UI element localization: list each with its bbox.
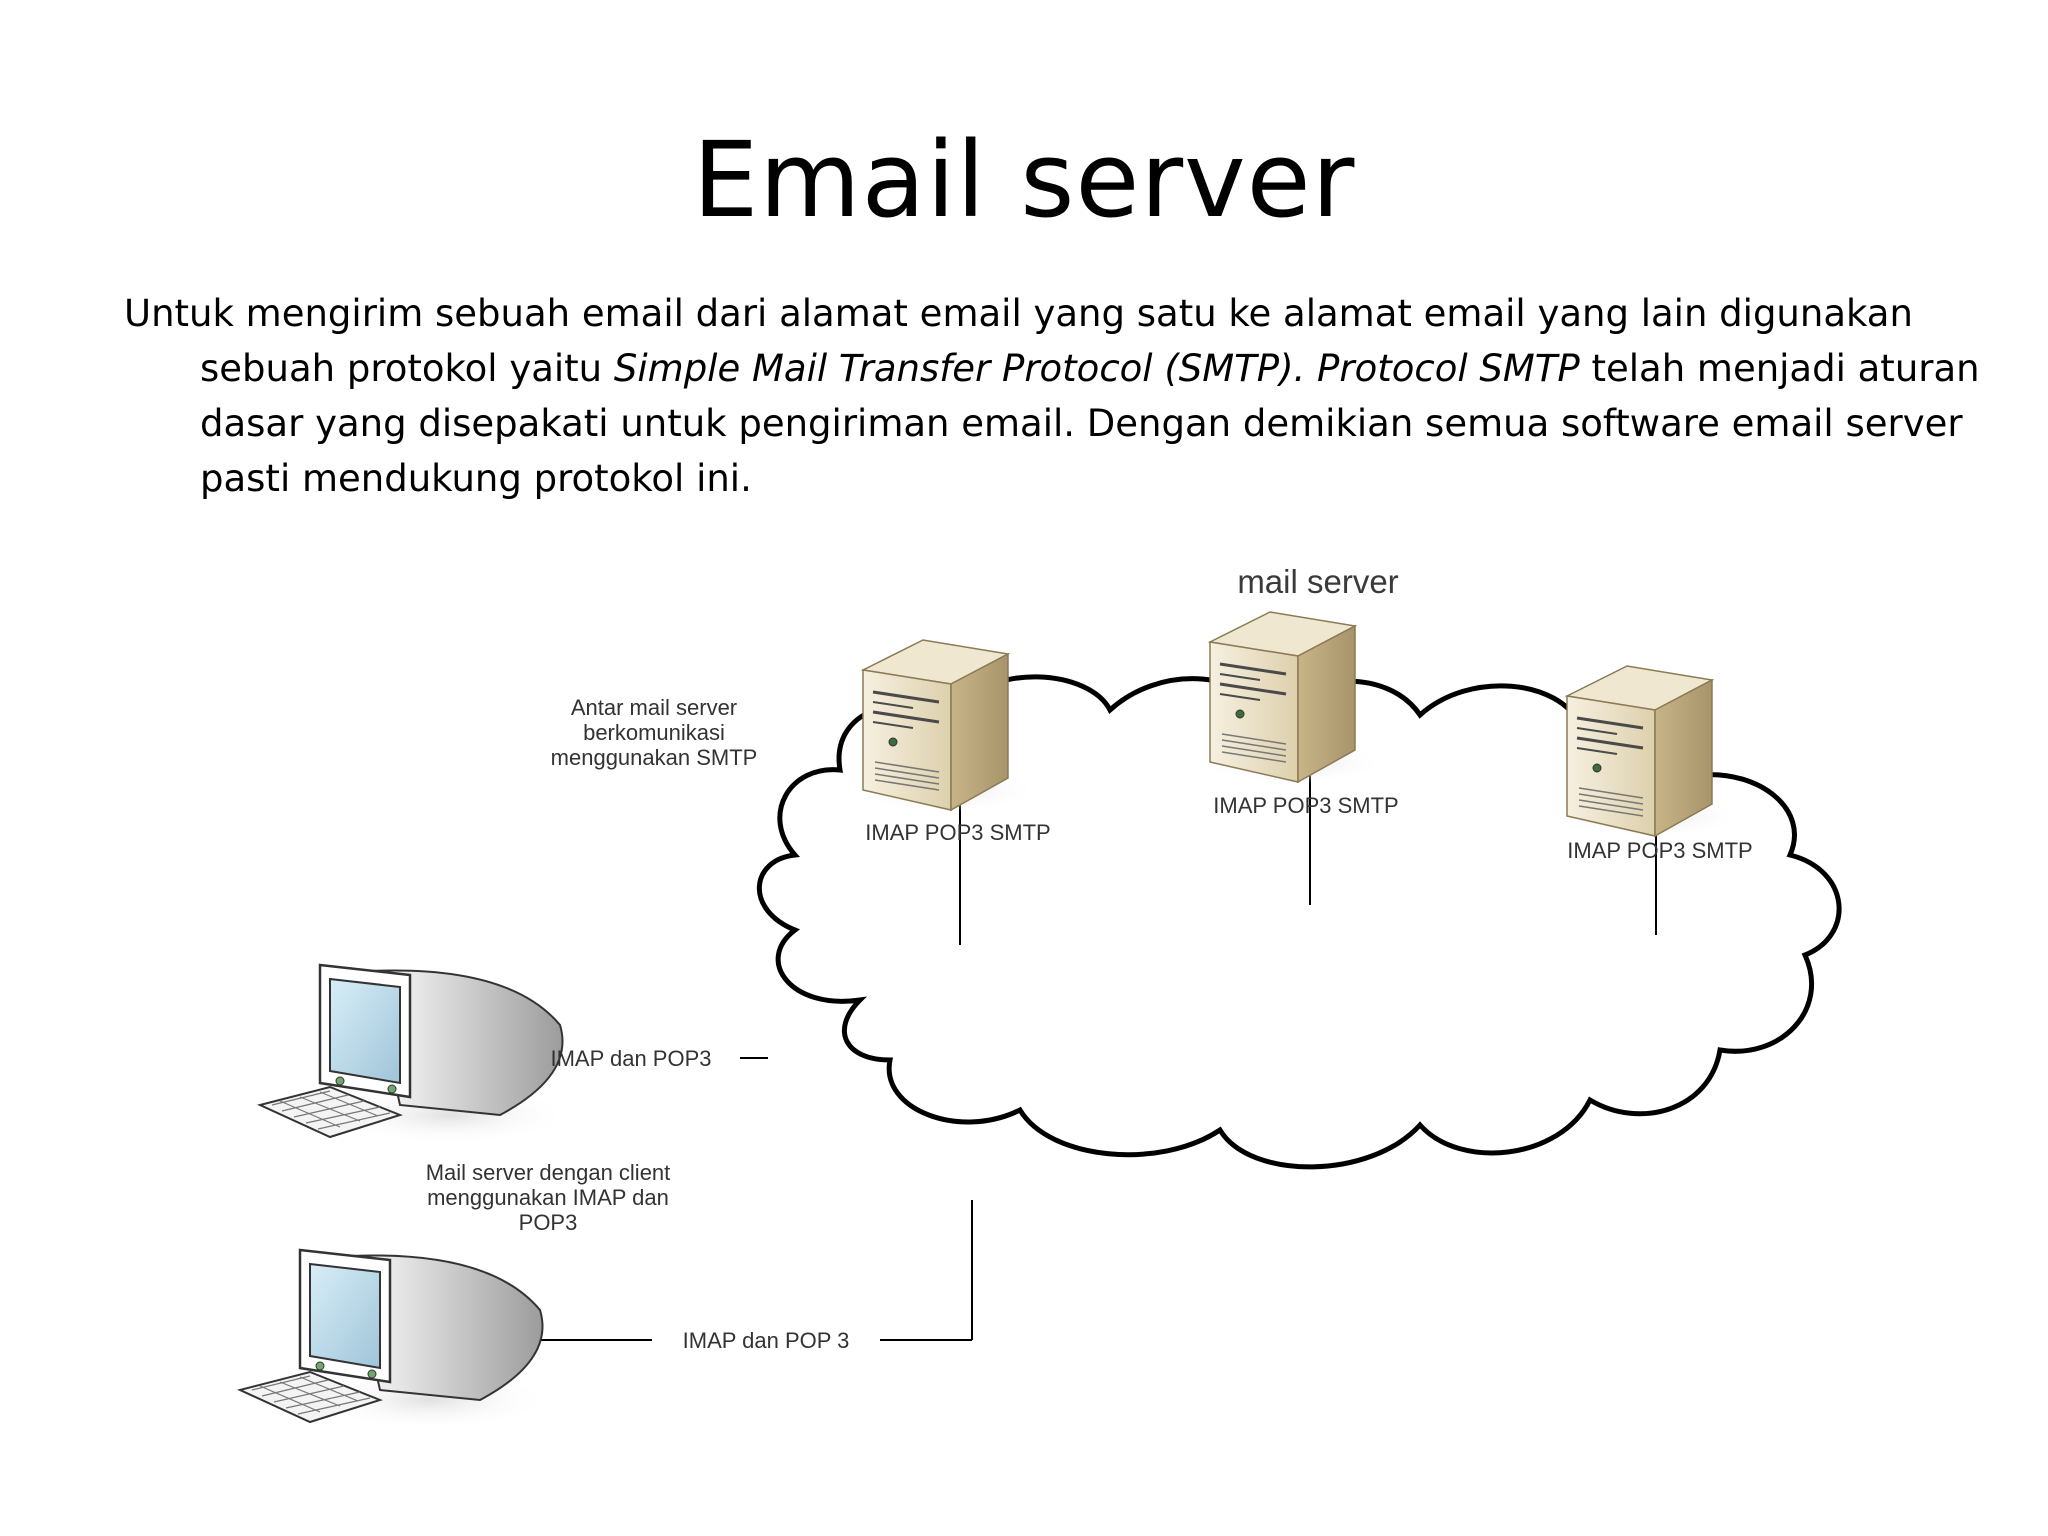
server-note-line-3: menggunakan SMTP: [551, 745, 758, 770]
paragraph-text-2: telah menjadi aturan dasar yang disepaka…: [200, 347, 1980, 500]
paragraph-italic-text: Simple Mail Transfer Protocol (SMTP). Pr…: [613, 347, 1580, 390]
client-note-line-3: POP3: [519, 1210, 578, 1235]
server-3-protocols: IMAP POP3 SMTP: [1567, 838, 1752, 863]
mail-server-label: mail server: [1237, 563, 1398, 600]
body-paragraph: Untuk mengirim sebuah email dari alamat …: [124, 286, 2020, 506]
client-note-line-2: menggunakan IMAP dan: [427, 1185, 669, 1210]
server-note-line-2: berkomunikasi: [583, 720, 725, 745]
client-computer-1-icon: [258, 963, 572, 1147]
paragraph-text-1: Untuk mengirim sebuah email dari alamat …: [124, 292, 1913, 390]
slide-title: Email server: [692, 119, 1356, 241]
client-computer-2-icon: [238, 1248, 552, 1432]
client-note-line-1: Mail server dengan client: [426, 1160, 671, 1185]
client-2-link-label: IMAP dan POP 3: [683, 1328, 850, 1353]
client-1-link-label: IMAP dan POP3: [550, 1046, 711, 1071]
server-2-protocols: IMAP POP3 SMTP: [1213, 793, 1398, 818]
server-1-protocols: IMAP POP3 SMTP: [865, 820, 1050, 845]
mail-server-3-icon: [1550, 664, 1744, 840]
server-note-line-1: Antar mail server: [571, 695, 737, 720]
